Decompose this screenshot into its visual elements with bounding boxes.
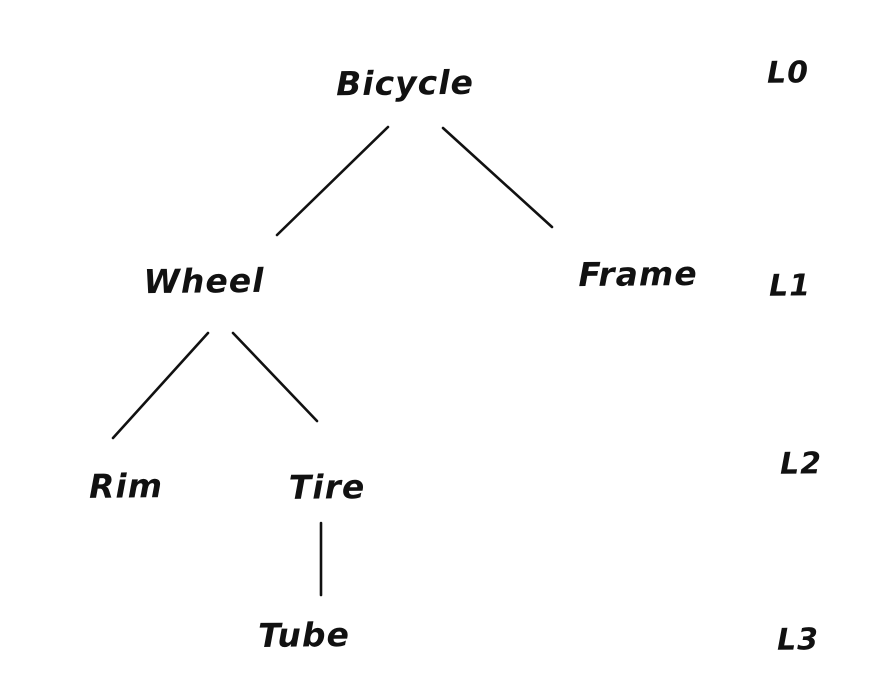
node-rim: Rim <box>88 466 164 506</box>
edge-bicycle-frame <box>441 126 554 229</box>
level-label-l1: L1 <box>768 268 812 304</box>
edge-bicycle-wheel <box>275 125 390 237</box>
node-frame: Frame <box>578 253 698 295</box>
node-tire: Tire <box>288 467 366 507</box>
edge-wheel-tire <box>231 331 319 423</box>
level-label-l0: L0 <box>766 55 810 91</box>
edge-wheel-rim <box>111 331 210 440</box>
level-label-l2: L2 <box>779 446 823 482</box>
node-wheel: Wheel <box>143 260 265 302</box>
node-tube: Tube <box>257 615 351 655</box>
level-label-l3: L3 <box>776 622 820 658</box>
node-bicycle: Bicycle <box>335 62 475 104</box>
